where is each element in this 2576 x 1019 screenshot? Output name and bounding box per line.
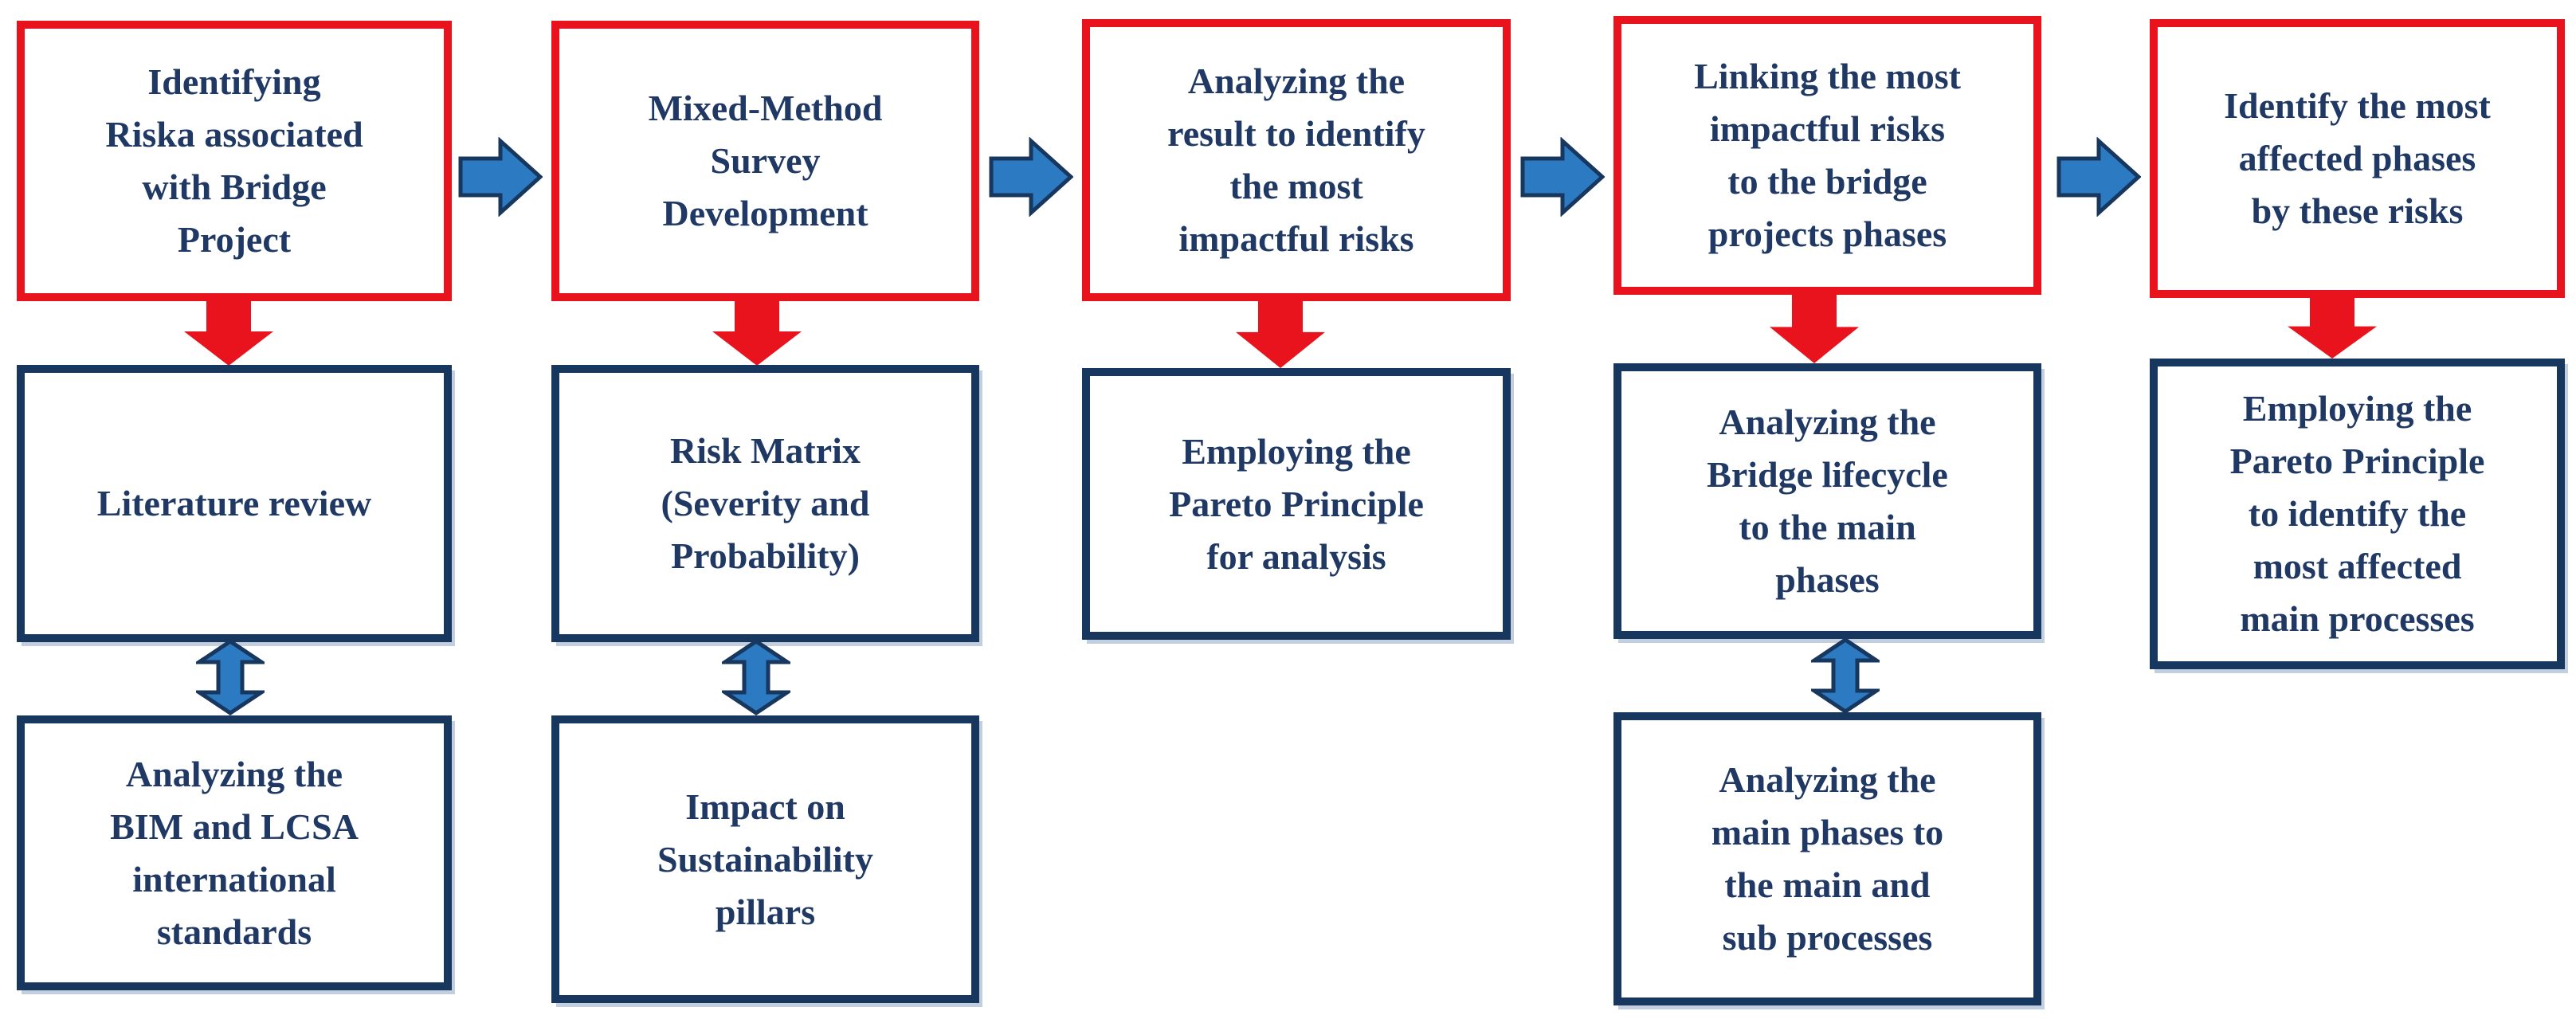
red-down-arrow-icon xyxy=(712,300,802,366)
main-sub-processes-label: Analyzing the main phases to the main an… xyxy=(1711,759,1944,958)
main-sub-processes-box: Analyzing the main phases to the main an… xyxy=(1613,712,2041,1005)
red-down-arrow-icon xyxy=(1770,294,1859,363)
risk-matrix-label: Risk Matrix (Severity and Probability) xyxy=(661,430,870,576)
pareto-affected-processes-box: Employing the Pareto Principle to identi… xyxy=(2150,359,2565,669)
blue-right-arrow-icon xyxy=(1520,137,1605,217)
step-analyzing-results-box: Analyzing the result to identify the mos… xyxy=(1082,19,1511,301)
bridge-lifecycle-box: Analyzing the Bridge lifecycle to the ma… xyxy=(1613,363,2041,639)
blue-right-arrow-icon xyxy=(458,137,543,217)
blue-double-arrow-icon xyxy=(196,639,265,715)
literature-review-box: Literature review xyxy=(17,365,452,642)
step-linking-risks-label: Linking the most impactful risks to the … xyxy=(1694,56,1961,254)
blue-right-arrow-icon xyxy=(2056,137,2141,217)
step-identify-affected-phases-label: Identify the most affected phases by the… xyxy=(2224,85,2491,231)
step-identify-affected-phases-box: Identify the most affected phases by the… xyxy=(2150,19,2565,298)
blue-right-arrow-icon xyxy=(989,137,1073,217)
pareto-analysis-label: Employing the Pareto Principle for analy… xyxy=(1169,430,1424,577)
pareto-affected-processes-label: Employing the Pareto Principle to identi… xyxy=(2229,388,2485,639)
red-down-arrow-icon xyxy=(184,300,273,366)
red-down-arrow-icon xyxy=(2288,297,2377,359)
step-survey-development-box: Mixed-Method Survey Development xyxy=(551,21,979,301)
step-identifying-risks-label: Identifying Riska associated with Bridge… xyxy=(105,61,363,260)
step-survey-development-label: Mixed-Method Survey Development xyxy=(648,88,883,233)
bim-lcsa-standards-label: Analyzing the BIM and LCSA international… xyxy=(110,753,359,952)
blue-double-arrow-icon xyxy=(1811,637,1880,714)
step-analyzing-results-label: Analyzing the result to identify the mos… xyxy=(1167,61,1425,259)
sustainability-pillars-box: Impact on Sustainability pillars xyxy=(551,715,979,1003)
blue-double-arrow-icon xyxy=(722,639,790,715)
literature-review-label: Literature review xyxy=(96,483,372,523)
risk-matrix-box: Risk Matrix (Severity and Probability) xyxy=(551,365,979,642)
bridge-lifecycle-label: Analyzing the Bridge lifecycle to the ma… xyxy=(1707,402,1948,600)
sustainability-pillars-label: Impact on Sustainability pillars xyxy=(657,786,873,932)
step-identifying-risks-box: Identifying Riska associated with Bridge… xyxy=(17,21,452,301)
pareto-analysis-box: Employing the Pareto Principle for analy… xyxy=(1082,368,1511,640)
bim-lcsa-standards-box: Analyzing the BIM and LCSA international… xyxy=(17,715,452,990)
red-down-arrow-icon xyxy=(1236,300,1325,368)
step-linking-risks-box: Linking the most impactful risks to the … xyxy=(1613,16,2041,295)
